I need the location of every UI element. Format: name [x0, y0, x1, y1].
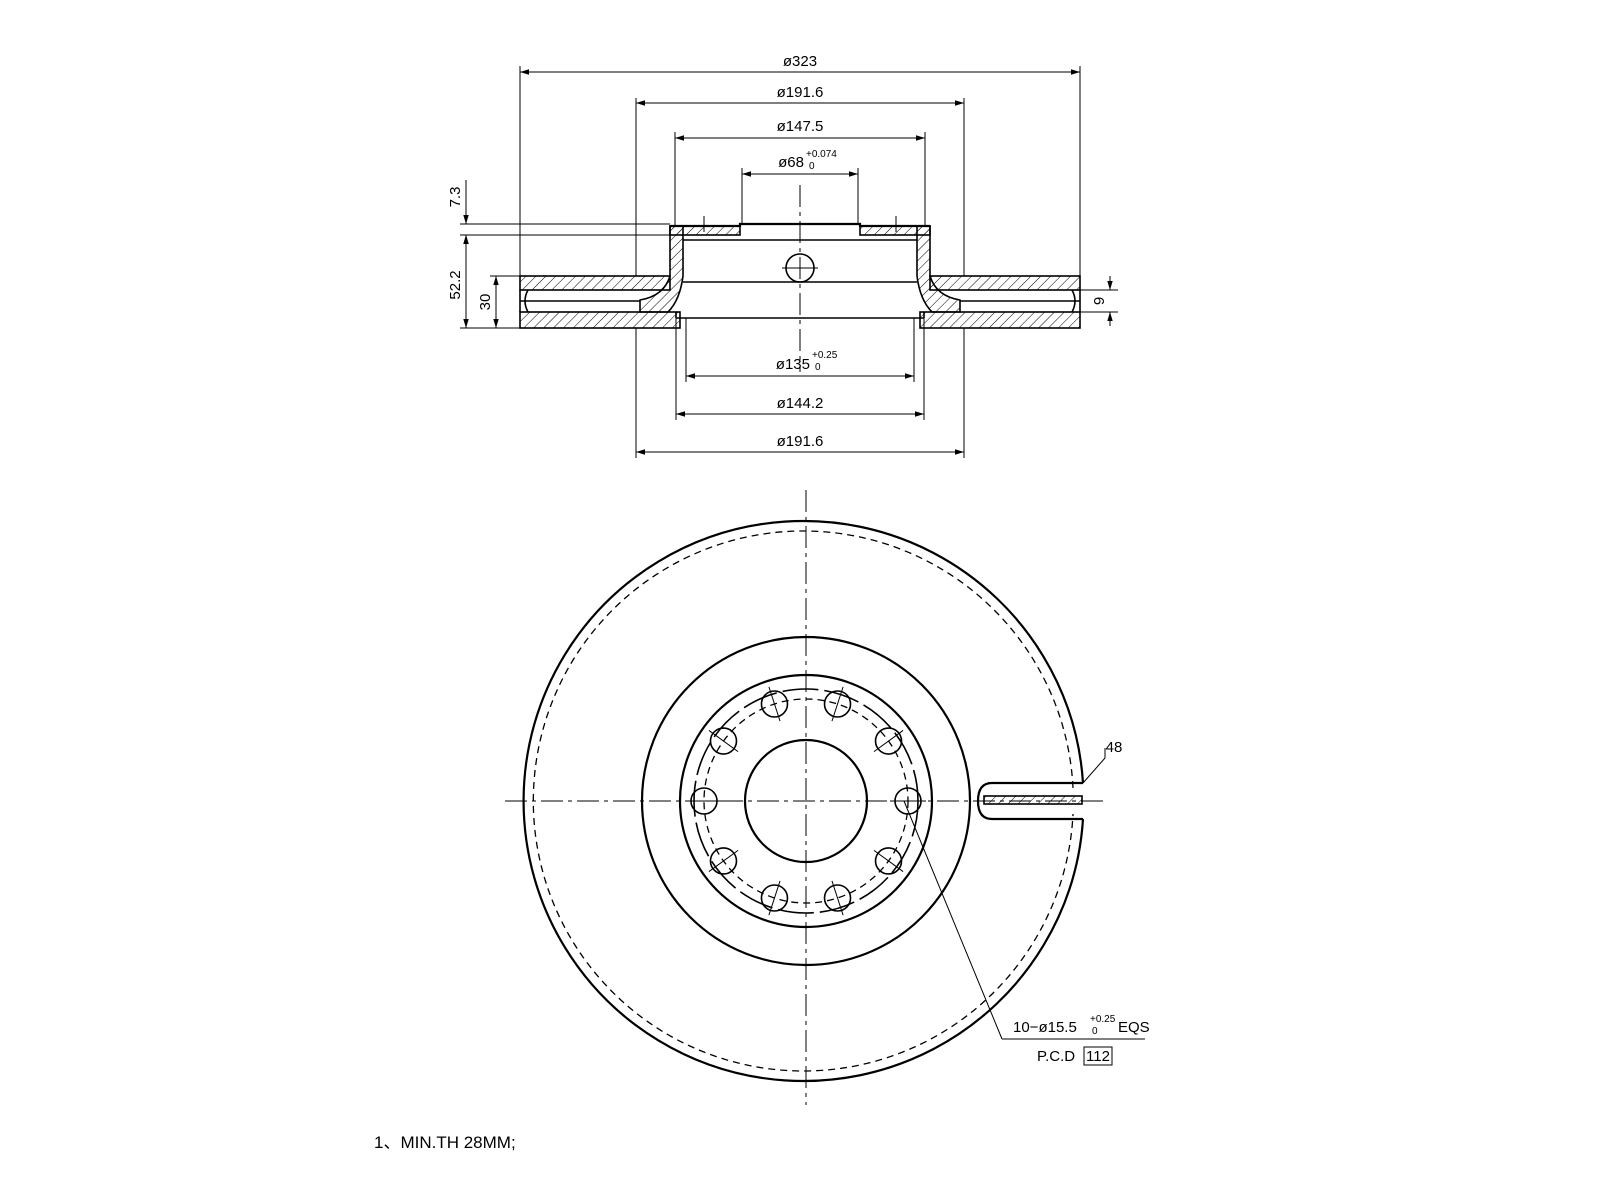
bolt-hole-axis: [873, 849, 904, 872]
dim-center-bore-dia: ø68: [778, 154, 804, 171]
hat-wall-right: [916, 225, 961, 313]
note-min-thickness: 1、MIN.TH 28MM;: [374, 1133, 516, 1152]
bolt-hole-axis: [708, 730, 739, 753]
dim-hub-pilot-tol-lower: 0: [815, 362, 821, 373]
bolt-hole-axis: [831, 880, 844, 916]
hat-outer-circle: [640, 635, 972, 967]
hat-wall-left: [639, 225, 684, 313]
disc-upper-plate-right: [929, 275, 1081, 291]
hole-tol-lower: 0: [1092, 1026, 1098, 1037]
vent-gap-right: [960, 289, 1081, 313]
bolt-hole: [760, 686, 789, 722]
bolt-hole-circle: [760, 884, 789, 912]
hole-tol-upper: +0.25: [1090, 1014, 1116, 1025]
dim-disc-thickness: 30: [477, 294, 494, 311]
dim-hub-pilot-dia: ø135: [776, 356, 810, 373]
dim-hub-height: 7.3: [447, 187, 464, 208]
bolt-hole: [823, 686, 852, 722]
bolt-hole-circle: [760, 690, 789, 718]
hat-top-flange-left: [669, 225, 741, 236]
wear-slot-hatch: [983, 795, 1083, 805]
disc-outer-edge: [522, 519, 1085, 1083]
pcd-label: P.C.D: [1037, 1048, 1075, 1065]
dim-hub-pilot-tol-upper: +0.25: [812, 350, 838, 361]
leader-slot: [1082, 757, 1106, 784]
bolt-hole-circle: [709, 847, 738, 875]
leader-bolt-holes: [903, 800, 1003, 1040]
dim-hat-outer-dia-top: ø191.6: [777, 84, 824, 101]
hat-outer-contour: [670, 222, 930, 228]
hole-eqs: EQS: [1118, 1019, 1150, 1036]
dim-slot-width: 48: [1106, 739, 1123, 756]
pcd-box: [1083, 1046, 1113, 1066]
dim-inner-dia: ø144.2: [777, 395, 824, 412]
vent-gap-left: [519, 289, 640, 313]
bolt-hole: [873, 727, 904, 755]
bolt-hole-axis: [768, 880, 781, 916]
hat-inner-circle: [678, 673, 934, 929]
bolt-hole-circle: [874, 727, 903, 755]
bolt-hole: [823, 880, 852, 916]
bolt-hole: [760, 880, 789, 916]
dim-center-bore-tol-upper: +0.074: [806, 149, 837, 160]
dim-center-bore-tol-lower: 0: [809, 161, 815, 172]
dim-hat-outer-dia-bottom: ø191.6: [777, 433, 824, 450]
pcd-value: 112: [1086, 1048, 1110, 1065]
bolt-hole-circle: [874, 847, 903, 875]
hole-callout: 10−ø15.5: [1013, 1019, 1077, 1036]
section-view: ø323 ø191.6 ø147.5 ø68 +0.074 0 7.3 52.2…: [447, 53, 1118, 458]
dim-hat-step-dia: ø147.5: [777, 118, 824, 135]
bolt-hole: [686, 787, 722, 815]
bolt-holes: [686, 686, 926, 916]
dim-overall-dia: ø323: [783, 53, 817, 70]
bolt-hole-circle: [709, 727, 738, 755]
bolt-hole-circle: [823, 884, 852, 912]
disc-lower-plate-left: [519, 311, 681, 329]
disc-rim-dashed: [532, 530, 1074, 1072]
front-view: 48 10−ø15.5 +0.25 0 EQS P.C.D 112: [505, 490, 1150, 1105]
bolt-hole-axis: [708, 849, 739, 872]
bolt-hole-axis: [831, 686, 844, 722]
bolt-hole: [890, 787, 926, 815]
bolt-hole: [708, 727, 739, 755]
dim-vent-gap: 9: [1091, 297, 1108, 305]
bolt-hole: [708, 847, 739, 875]
disc-upper-plate-left: [519, 275, 671, 291]
bolt-hole-axis: [873, 730, 904, 753]
wear-slot: [976, 781, 1083, 821]
dim-total-height: 52.2: [447, 270, 464, 299]
bolt-hole: [873, 847, 904, 875]
disc-lower-plate-right: [919, 311, 1081, 329]
bolt-hole-circle: [823, 690, 852, 718]
center-bore: [743, 738, 869, 864]
hat-top-flange-right: [859, 225, 931, 236]
bolt-hole-axis: [768, 686, 781, 722]
